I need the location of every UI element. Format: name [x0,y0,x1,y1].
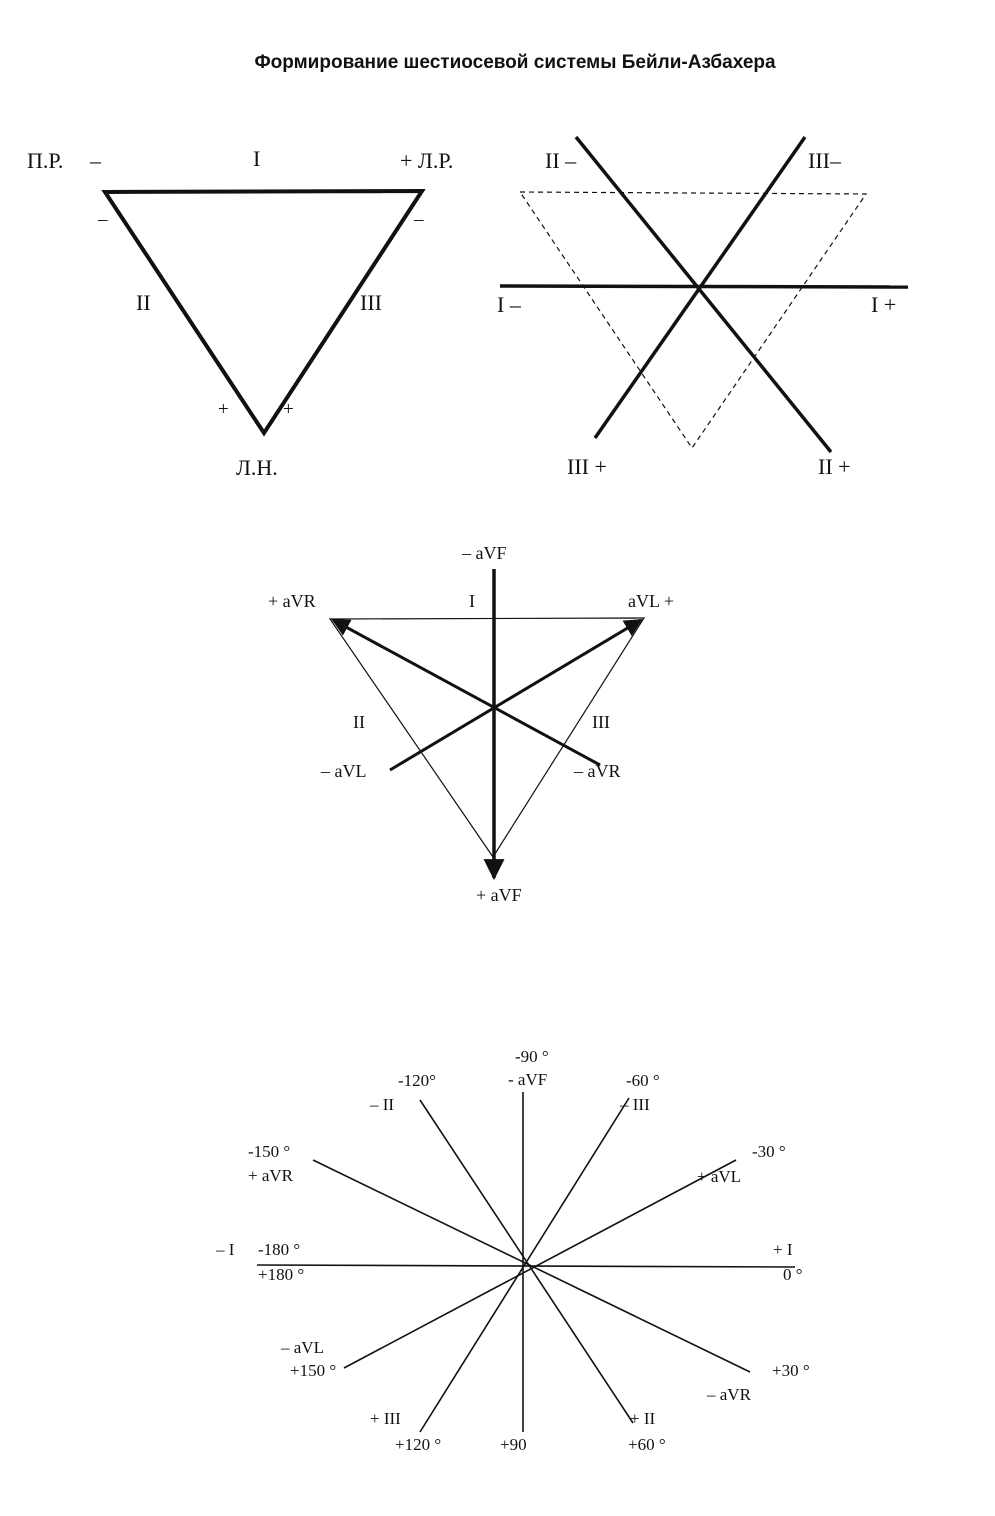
axis-lead-iii [419,1097,630,1433]
lead-plus-avr: + aVR [248,1166,294,1185]
label-minus-avl: – aVL [320,761,366,781]
deg-minus-60: -60 ° [626,1071,660,1090]
triangle-outline [101,188,426,437]
sign-plus-right: + [283,399,294,420]
side-label-i: I [469,591,475,611]
axis-avl [343,1159,737,1369]
lead-plus-iii: + III [370,1409,401,1428]
lead-plus-ii: + II [630,1409,655,1428]
lead-minus-ii: – II [369,1095,394,1114]
axis-lead-i [499,284,909,289]
label-ln: Л.Н. [236,455,278,480]
label-pr: П.Р. [27,148,63,173]
label-lr: + Л.Р. [400,148,453,173]
sign-minus-left: – [97,209,108,230]
axis-avl [389,618,643,772]
deg-plus-150: +150 ° [290,1361,336,1380]
label-ii-minus: II – [545,148,577,173]
deg-minus-30: -30 ° [752,1142,786,1161]
label-plus-avf: + aVF [476,885,522,905]
label-i-minus: I – [497,292,522,317]
sign-pr: – [89,148,102,173]
deg-0: 0 ° [783,1265,803,1284]
dashed-triangle [518,191,868,450]
deg-plus-120: +120 ° [395,1435,441,1454]
thin-triangle [328,617,646,859]
deg-plus-90: +90 [500,1435,527,1454]
label-i-plus: I + [871,292,896,317]
lead-plus-avl: + aVL [697,1167,741,1186]
einthoven-triangle: П.Р. – I + Л.Р. – – II III + + Л.Н. [27,146,453,480]
deg-minus-150: -150 ° [248,1142,290,1161]
side-label-ii: II [353,712,365,732]
axis-lead-i [256,1264,796,1268]
deg-plus-30: +30 ° [772,1361,810,1380]
sign-minus-right: – [413,209,424,230]
label-iii-plus: III + [567,454,607,479]
axis-avr [331,618,601,767]
axis-lead-iii [593,135,807,440]
lead-plus-i: + I [773,1240,793,1259]
deg-minus-120: -120° [398,1071,436,1090]
axes-cross: II – III– I – I + III + II + [497,135,909,479]
label-avl-plus: aVL + [628,591,674,611]
side-label-i: I [253,146,260,171]
page-title: Формирование шестиосевой системы Бейли-А… [254,52,776,73]
axis-avr [312,1159,751,1373]
deg-minus-90: -90 ° [515,1047,549,1066]
side-label-iii: III [360,290,382,315]
hexaxial-system: -90 ° - aVF -120° – II -60 ° – III -150 … [215,1047,810,1454]
lead-minus-avf: - aVF [508,1070,547,1089]
label-iii-minus: III– [808,148,842,173]
side-label-ii: II [136,290,151,315]
deg-minus-180: -180 ° [258,1240,300,1259]
label-minus-avr: – aVR [573,761,621,781]
side-label-iii: III [592,712,610,732]
label-minus-avf: – aVF [461,543,507,563]
sign-plus-left: + [218,399,229,420]
lead-minus-i: – I [215,1240,235,1259]
lead-minus-avr: – aVR [706,1385,752,1404]
axis-lead-ii [574,135,833,454]
lead-minus-iii: – III [619,1095,650,1114]
augmented-leads: – aVF + aVR I aVL + II III – aVL – aVR +… [268,543,674,905]
deg-plus-180: +180 ° [258,1265,304,1284]
label-ii-plus: II + [818,454,851,479]
lead-minus-avl: – aVL [280,1338,324,1357]
label-plus-avr: + aVR [268,591,316,611]
deg-plus-60: +60 ° [628,1435,666,1454]
